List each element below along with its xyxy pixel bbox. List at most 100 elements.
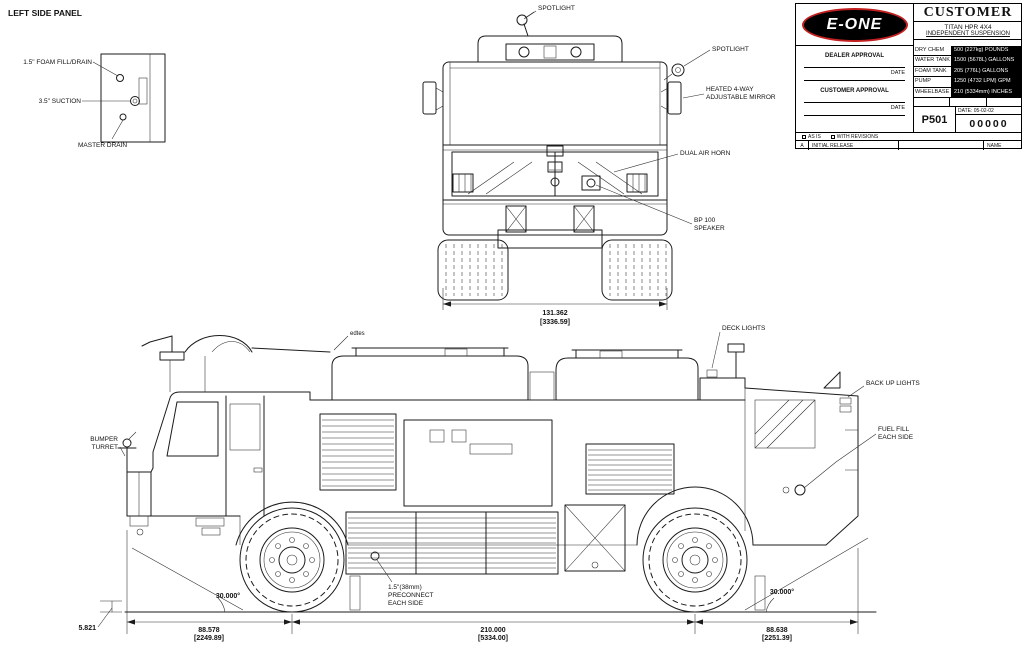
bumper-turret-label-line2: TURRET [92, 444, 118, 451]
customer-approval-label: CUSTOMER APPROVAL [804, 88, 905, 103]
side-view-leaders [97, 331, 877, 628]
front-view-wheel-left [437, 239, 509, 301]
spec-value: 205 (776L) GALLONS [952, 66, 1022, 77]
fuel-fill-label-line1: FUEL FILL [878, 426, 910, 433]
preconnect-label-line3: EACH SIDE [388, 600, 424, 607]
front-view-wheel-right [601, 239, 673, 301]
serial-number: 00000 [969, 117, 1009, 130]
panel-leaders [82, 61, 130, 140]
spotlight-side-label: SPOTLIGHT [712, 46, 749, 53]
deck-lights-label: DECK LIGHTS [722, 325, 766, 332]
left-side-panel-detail: LEFT SIDE PANEL 1.5" FOAM FILL/DRAIN 3.5… [8, 8, 166, 149]
mirror-right [660, 81, 682, 115]
bumper-turret-label-line1: BUMPER [90, 436, 118, 443]
preconnect-label-line1: 1.5"(38mm) [388, 584, 422, 591]
rear-wheel-arch [636, 486, 754, 546]
with-revisions-option: WITH REVISIONS [830, 133, 879, 140]
number-block: P501 DATE: 05-02-02 00000 [914, 98, 1022, 132]
eone-logo: E-ONE [801, 7, 908, 42]
bottom-dimensions: 88.578 [2249.89] 210.000 [5334.00] 88.63… [78, 530, 859, 642]
cab [150, 391, 311, 545]
preconnect-outlet [370, 551, 380, 561]
spec-value: 1250 (4732 LPM) GPM [952, 77, 1022, 87]
logo-cell: E-ONE [796, 4, 914, 46]
front-axle-brackets [505, 205, 595, 233]
front-width-dimension: 131.362 [3336.59] [442, 288, 668, 326]
spec-row: PUMP 1250 (4732 LPM) GPM [914, 77, 1022, 88]
customer-date-label: DATE [804, 105, 905, 116]
front-width-mm: [3336.59] [540, 319, 570, 326]
front-angle-value: 30.000° [216, 592, 240, 600]
master-drain-label: MASTER DRAIN [78, 142, 127, 149]
spec-label: WHEELBASE [914, 87, 952, 97]
bumper-turret [117, 431, 137, 473]
fuel-fill-cap [794, 484, 806, 496]
spec-row: FOAM TANK 205 (776L) GALLONS [914, 66, 1022, 78]
wheelbase-mm: [5334.00] [478, 635, 508, 642]
front-bumper-side [126, 471, 152, 536]
name-label: NAME [987, 142, 1002, 149]
with-revisions-checkbox [830, 134, 835, 139]
spec-label: FOAM TANK [914, 66, 952, 77]
spotlight-top [516, 11, 535, 37]
mirror-label-line2: ADJUSTABLE MIRROR [706, 94, 776, 101]
mirror-left [422, 81, 444, 115]
tank-side-panel [403, 419, 553, 507]
spec-row: WHEELBASE 210 (5334mm) INCHES [914, 87, 1022, 98]
foam-fill-label: 1.5" FOAM FILL/DRAIN [23, 59, 92, 66]
title-head: CUSTOMER TITAN HPR 4X4 INDEPENDENT SUSPE… [914, 4, 1022, 46]
spotlight-side [663, 63, 685, 81]
rear-angle-value: 30.000° [770, 588, 794, 596]
front-view-leaders [523, 10, 711, 225]
side-view: edtes DECK LIGHTS BACK UP LIGHTS FUEL FI… [78, 325, 920, 642]
revision-letter: A [796, 141, 809, 150]
side-top-label: edtes [350, 331, 365, 337]
spec-label: WATER TANK [914, 56, 952, 66]
spec-label: PUMP [914, 77, 952, 87]
model-name: TITAN HPR 4X4 [944, 24, 992, 31]
spec-value: 500 (227kg) POUNDS [952, 46, 1022, 56]
as-is-option: AS IS [802, 134, 821, 140]
front-overhang-in: 88.578 [198, 627, 220, 634]
customer-heading: CUSTOMER [914, 4, 1022, 22]
dual-air-horn [546, 145, 564, 191]
body-and-tanks [309, 347, 746, 401]
spotlight-top-label: SPOTLIGHT [538, 5, 575, 12]
grab-handle-right [626, 173, 648, 193]
speaker-label-line2: SPEAKER [694, 225, 725, 232]
master-drain-port [119, 113, 127, 121]
departure-angle [744, 537, 869, 613]
front-wheel-arch [235, 501, 349, 546]
preconnect-label-line2: PRECONNECT [388, 592, 434, 599]
mirror-label-line1: HEATED 4-WAY [706, 86, 754, 93]
spec-label: DRY CHEM [914, 46, 952, 56]
date-value: DATE: 05-02-02 [956, 107, 1022, 115]
rear-overhang-mm: [2251.39] [762, 635, 792, 642]
rear-overhang-in: 88.638 [766, 627, 788, 634]
drawing-number: P501 [914, 107, 956, 132]
clearance-value: 5.821 [78, 625, 96, 632]
front-body-outline [442, 61, 668, 236]
fuel-fill-label-line2: EACH SIDE [878, 434, 914, 441]
release-row: A INITIAL RELEASE NAME [796, 141, 1021, 150]
as-is-label: AS IS [808, 133, 821, 140]
with-revisions-label: WITH REVISIONS [836, 133, 879, 140]
spec-row: DRY CHEM 500 (227kg) POUNDS [914, 46, 1022, 57]
spec-value: 1500 (5678L) GALLONS [952, 56, 1022, 66]
dealer-approval-label: DEALER APPROVAL [804, 53, 905, 68]
pump-panel-louver [585, 443, 675, 495]
number-strip [914, 98, 1022, 107]
panel-outline [100, 53, 166, 143]
spec-value: 210 (5334mm) INCHES [952, 87, 1022, 97]
left-panel-title: LEFT SIDE PANEL [8, 8, 82, 18]
backup-light [839, 397, 852, 405]
rear-body [744, 371, 859, 546]
approvals-block: DEALER APPROVAL DATE CUSTOMER APPROVAL D… [796, 46, 914, 132]
louver-panel-front [319, 413, 397, 491]
front-width-in: 131.362 [542, 310, 567, 317]
number-main: P501 DATE: 05-02-02 00000 [914, 107, 1022, 132]
dealer-date-label: DATE [804, 70, 905, 81]
spec-row: WATER TANK 1500 (5678L) GALLONS [914, 56, 1022, 67]
